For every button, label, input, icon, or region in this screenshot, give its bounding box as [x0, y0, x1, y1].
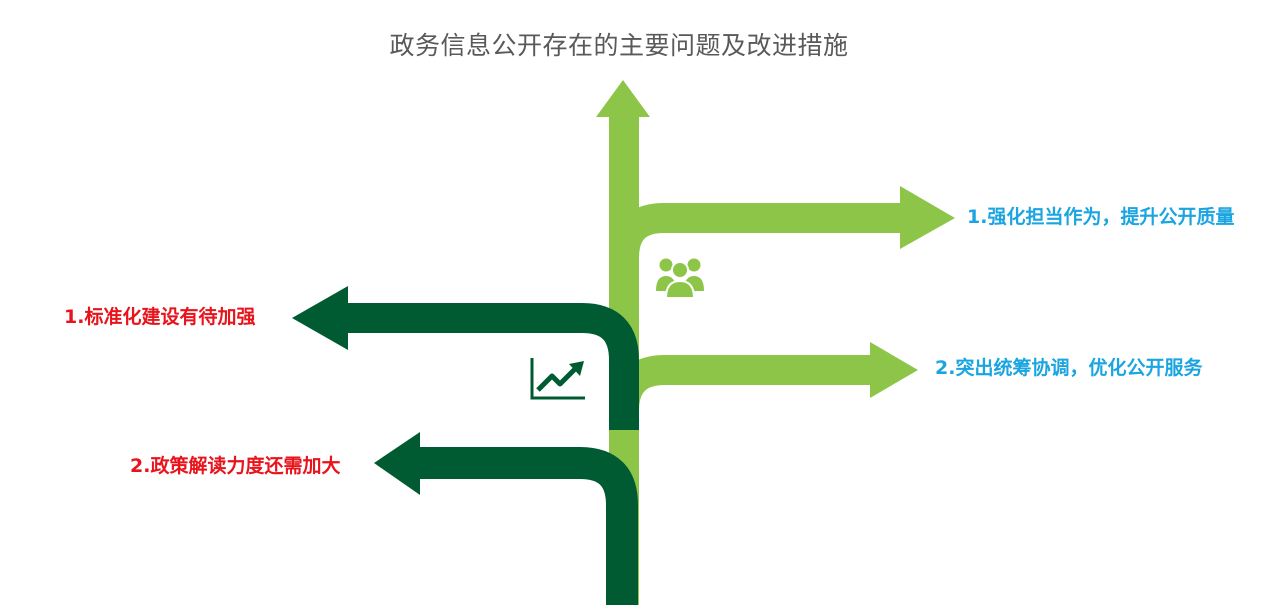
measure-2-arrow	[609, 342, 918, 470]
people-group-icon	[656, 258, 704, 299]
problem-1-label: 1.标准化建设有待加强	[64, 306, 256, 328]
measure-1-label: 1.强化担当作为，提升公开质量	[967, 206, 1235, 228]
measure-1-arrow	[609, 186, 955, 330]
trend-chart-icon	[530, 358, 585, 400]
problem-2-arrow	[374, 432, 638, 605]
page-title: 政务信息公开存在的主要问题及改进措施	[389, 31, 849, 60]
problem-1-arrow	[292, 286, 639, 430]
measure-2-label: 2.突出统筹协调，优化公开服务	[935, 357, 1203, 379]
problem-2-label: 2.政策解读力度还需加大	[130, 455, 341, 477]
